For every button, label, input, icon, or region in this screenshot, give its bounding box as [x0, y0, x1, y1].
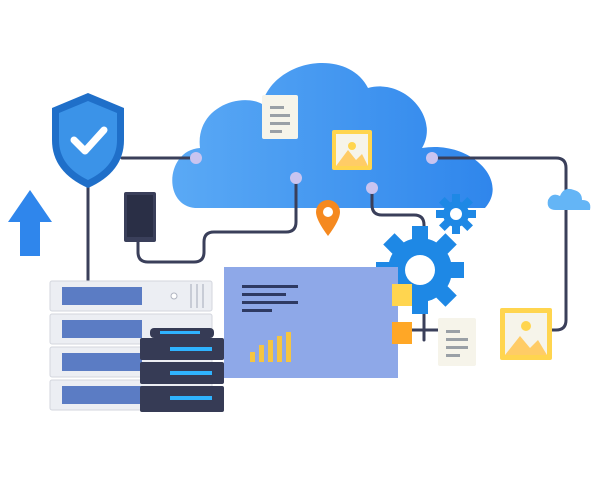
dashboard-panel — [224, 267, 398, 378]
server-panel-shape — [62, 320, 142, 338]
node-shape — [190, 152, 202, 164]
server-led-shape — [160, 331, 200, 334]
pin-shape — [316, 200, 340, 236]
image-icon — [332, 130, 372, 170]
bar-shape — [277, 336, 282, 362]
document-icon — [438, 318, 476, 366]
server-panel-shape — [62, 353, 142, 371]
image-icon — [500, 308, 552, 360]
docline-shape — [270, 114, 290, 117]
cloud-icon — [547, 188, 591, 210]
server-led-shape — [170, 396, 212, 400]
shield-check-icon — [52, 93, 124, 188]
docline-shape — [446, 330, 460, 333]
server-panel-shape — [62, 386, 142, 404]
bar-shape — [250, 352, 255, 362]
docline-shape — [446, 338, 468, 341]
location-pin-icon — [316, 200, 340, 236]
sticky-y-shape — [392, 284, 412, 306]
imgframe-shape — [521, 321, 531, 331]
server-panel-shape — [62, 287, 142, 305]
sticky-o-shape — [392, 322, 412, 344]
connection-line — [430, 156, 568, 332]
arrow-shape — [8, 190, 52, 256]
smartphone-icon — [124, 192, 156, 242]
minicloud-shape — [547, 188, 591, 210]
document-icon — [262, 95, 298, 139]
node-shape — [366, 182, 378, 194]
mini-bar-chart — [250, 332, 291, 362]
connection-line — [370, 186, 426, 342]
bar-shape — [259, 345, 264, 362]
bar-shape — [268, 340, 273, 362]
connection-line — [136, 176, 298, 264]
connection-nodes — [190, 152, 438, 194]
upload-arrow-icon — [8, 190, 52, 256]
node-shape — [426, 152, 438, 164]
bar-shape — [286, 332, 291, 362]
server-unit — [49, 280, 213, 312]
docline-shape — [270, 122, 290, 125]
sticky-notes — [392, 284, 412, 344]
docline-shape — [446, 346, 468, 349]
docline-shape — [270, 106, 284, 109]
server-led-shape — [170, 347, 212, 351]
dark-server-stack — [140, 328, 224, 412]
gear-icon — [436, 194, 476, 234]
paper-shape — [438, 318, 476, 366]
node-shape — [290, 172, 302, 184]
server-led-shape — [170, 371, 212, 375]
shield-shape — [59, 101, 117, 180]
docline-shape — [446, 354, 460, 357]
docline-shape — [270, 130, 282, 133]
imgframe-shape — [348, 142, 356, 150]
connection-lines — [86, 156, 568, 342]
